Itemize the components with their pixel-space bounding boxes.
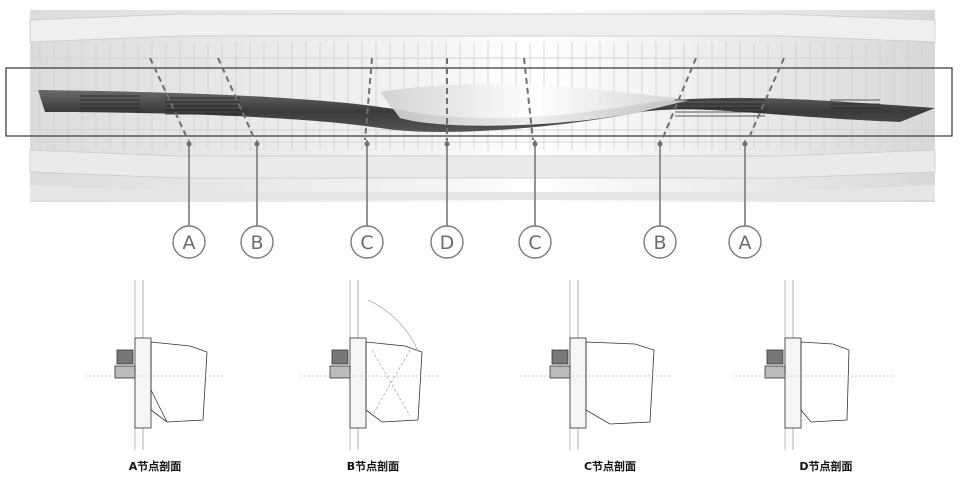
sweep-band bbox=[38, 84, 935, 133]
section-detail-d bbox=[735, 280, 895, 450]
callout-a-right: A bbox=[739, 232, 752, 254]
caption-section-c: C节点剖面 bbox=[583, 460, 637, 473]
section-detail-a bbox=[85, 280, 225, 450]
callout-b-right: B bbox=[653, 232, 666, 254]
callout-d-center: D bbox=[440, 232, 455, 254]
callout-b-left: B bbox=[250, 232, 263, 254]
section-detail-b bbox=[300, 280, 440, 450]
highlight-frame bbox=[5, 67, 953, 137]
caption-section-d: D节点剖面 bbox=[799, 460, 853, 473]
leader-lines bbox=[188, 140, 746, 226]
leader-dots bbox=[186, 141, 748, 147]
callout-group bbox=[172, 225, 762, 259]
caption-section-b: B节点剖面 bbox=[346, 460, 400, 473]
callout-a-left: A bbox=[183, 232, 196, 254]
section-cuts bbox=[149, 57, 785, 141]
section-detail-c bbox=[520, 280, 670, 450]
caption-section-a: A节点剖面 bbox=[128, 460, 182, 473]
callout-c-left: C bbox=[360, 232, 373, 254]
callout-c-right: C bbox=[528, 232, 541, 254]
